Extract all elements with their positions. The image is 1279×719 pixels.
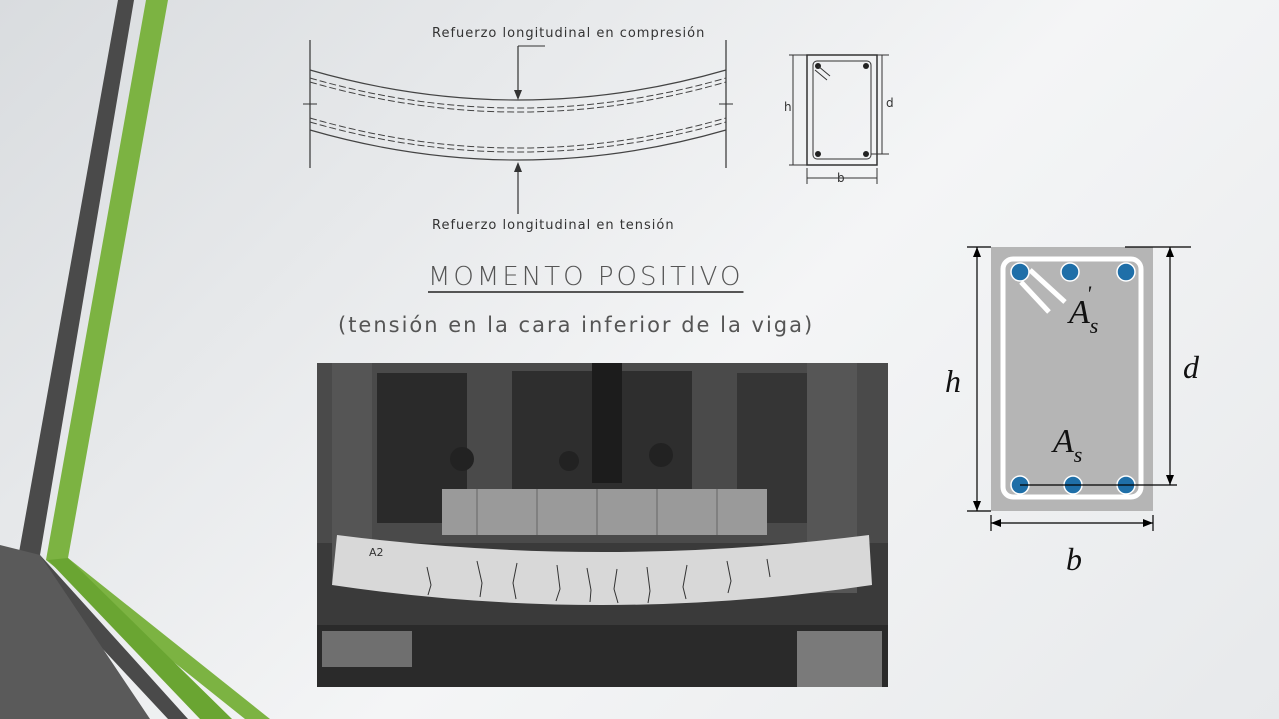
stirrup — [1000, 256, 1144, 500]
decorative-stripes — [0, 0, 270, 719]
dark-stripe — [18, 0, 188, 719]
top-rebar — [1116, 262, 1136, 282]
as-prime-label: As' — [1067, 281, 1098, 338]
green-corner — [48, 558, 232, 719]
as-label: As — [1051, 423, 1082, 467]
compression-label: Refuerzo longitudinal en compresión — [432, 26, 706, 41]
stirrup-hook — [1019, 280, 1051, 314]
b-label: b — [1066, 541, 1082, 577]
stirrup-hook — [1028, 268, 1067, 304]
small-h-label: h — [784, 100, 792, 114]
tension-label: Refuerzo longitudinal en tensión — [432, 218, 675, 233]
concrete-section — [991, 247, 1153, 511]
beam-tag: A2 — [369, 546, 384, 559]
beam-test-photo: A2 — [317, 363, 888, 687]
h-label: h — [945, 363, 961, 399]
d-label: d — [1183, 349, 1200, 385]
slide-subtitle: (tensión en la cara inferior de la viga) — [338, 313, 815, 337]
green-stripe — [46, 0, 270, 719]
photo-illustration: A2 — [317, 363, 888, 687]
small-d-label: d — [886, 96, 894, 110]
beam-diagram: h d b — [303, 40, 894, 214]
cross-section-diagram: h d b As' As — [945, 246, 1200, 577]
top-rebar — [1010, 262, 1030, 282]
dark-corner — [0, 545, 150, 719]
top-rebar — [1060, 262, 1080, 282]
slide-title: MOMENTO POSITIVO — [428, 262, 744, 292]
small-b-label: b — [837, 171, 845, 185]
